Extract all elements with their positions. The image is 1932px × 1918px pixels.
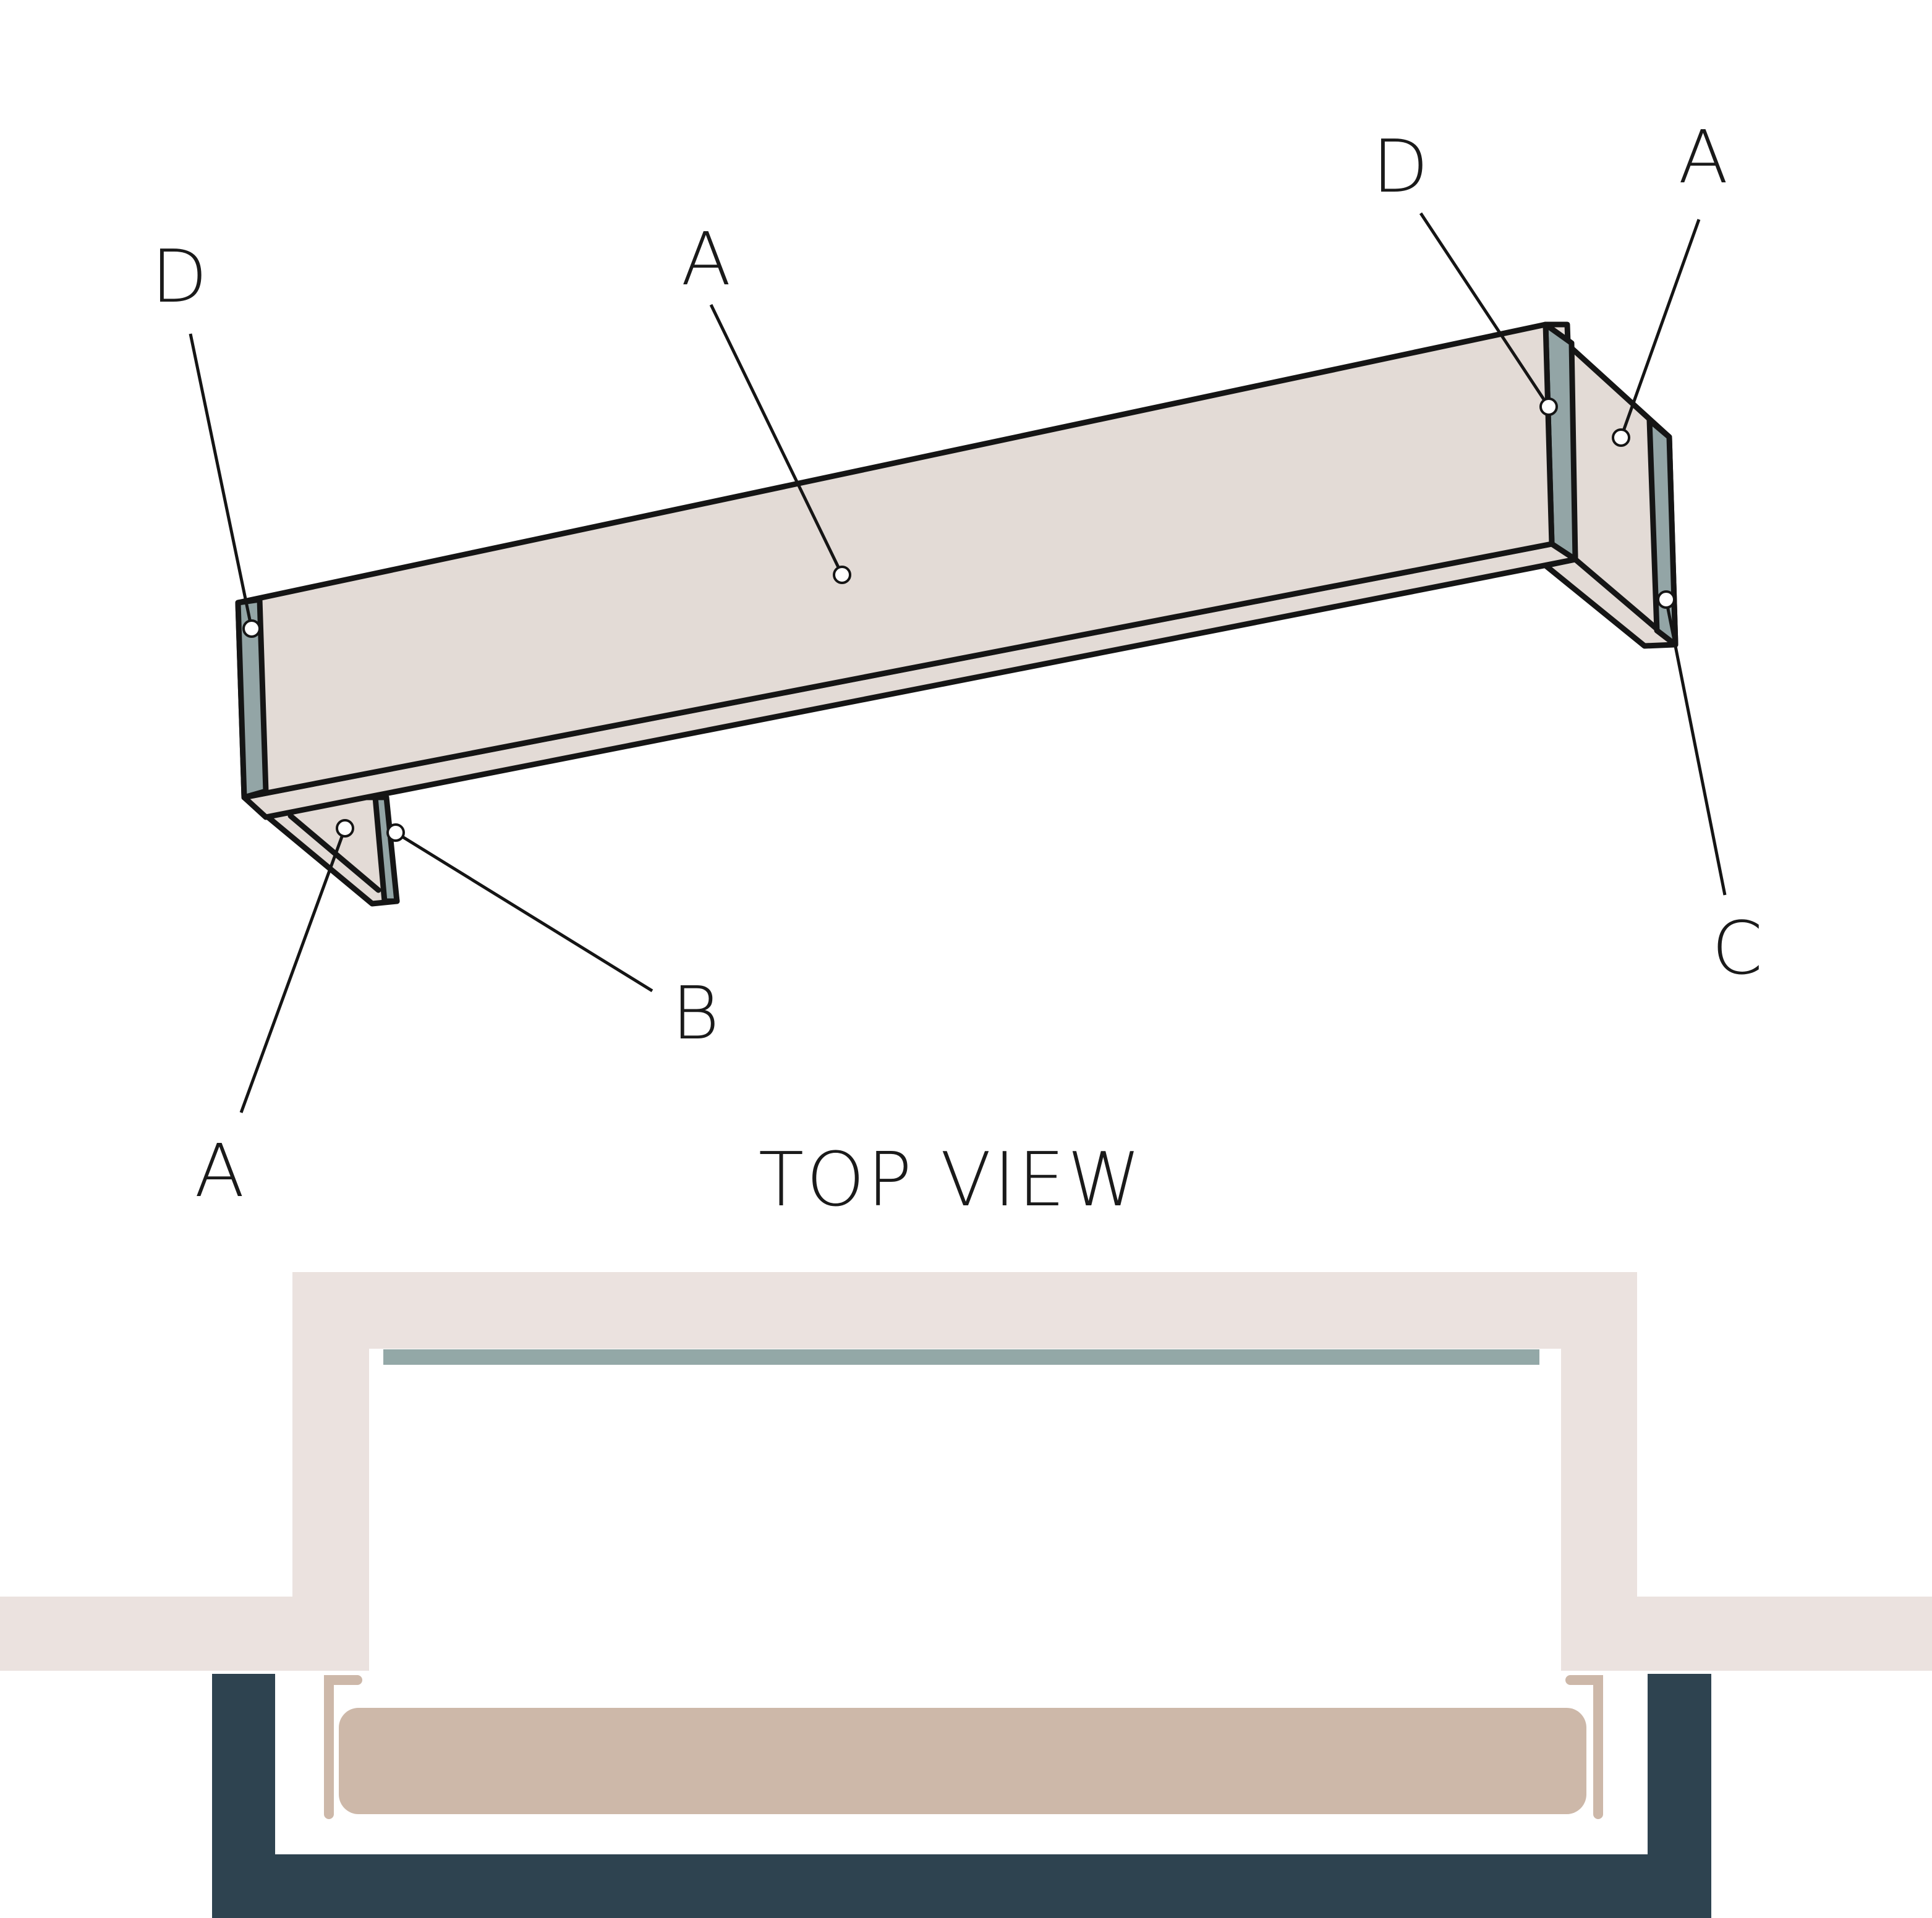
section-title-top-view: TOP VIEW — [759, 1137, 1143, 1223]
blind-line — [383, 1349, 1539, 1365]
label-d-right: D — [1372, 124, 1429, 209]
label-b-bottom: B — [671, 970, 719, 1056]
isometric-view: D A D A C B A — [151, 114, 1763, 1213]
dot-d-right — [1539, 397, 1558, 416]
right-bracket — [1565, 1675, 1603, 1819]
dot-d-left — [242, 619, 261, 638]
pelmet-channel — [212, 1674, 1711, 1918]
pelmet-board — [339, 1708, 1586, 1814]
dot-a-center — [833, 566, 851, 584]
wall-section — [0, 1272, 1932, 1671]
leader-a-bottom — [239, 828, 347, 1113]
main-front-panel — [235, 321, 1555, 800]
dot-c-right — [1657, 590, 1675, 609]
label-a-center: A — [681, 216, 731, 302]
label-d-left: D — [151, 234, 208, 319]
dot-a-bottom — [336, 819, 354, 838]
dot-b-bottom — [386, 823, 405, 842]
top-view — [0, 1272, 1932, 1918]
left-bracket — [324, 1675, 362, 1819]
left-return-edge-strip — [372, 794, 400, 904]
left-edge-strip-d — [235, 596, 269, 800]
leader-c-right — [1664, 599, 1727, 896]
leader-a-center — [709, 303, 844, 576]
label-a-right: A — [1679, 114, 1729, 200]
leader-d-left — [189, 333, 253, 629]
leader-a-right — [1619, 219, 1701, 438]
leader-b-bottom — [394, 831, 653, 993]
leader-d-right — [1419, 212, 1551, 408]
dot-a-right — [1612, 428, 1630, 447]
label-a-bottom: A — [195, 1128, 245, 1213]
label-c-right: C — [1712, 906, 1763, 991]
